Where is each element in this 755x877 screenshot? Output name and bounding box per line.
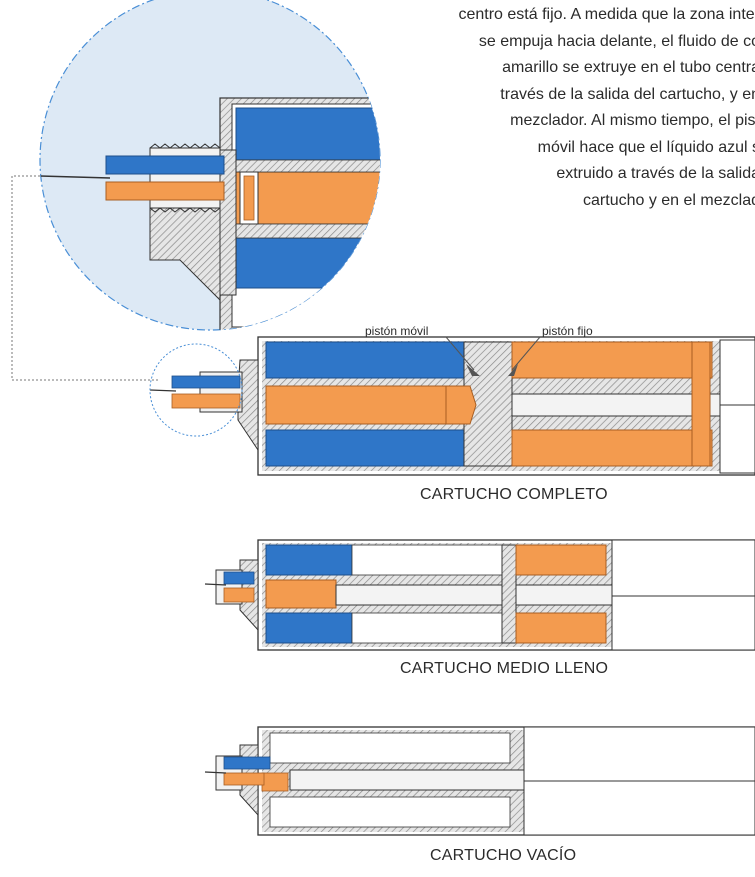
paragraph-line: extruido a través de la salida (556, 165, 755, 182)
fixed-piston-pointer (511, 336, 541, 371)
moving-piston-label: pistón móvil (365, 324, 429, 338)
paragraph-line: móvil hace que el líquido azul s (537, 138, 755, 156)
moving-piston-pointer (445, 336, 475, 371)
caption-half: CARTUCHO MEDIO LLENO (400, 660, 609, 677)
cartridge-half (204, 539, 755, 651)
paragraph-line: se empuja hacia delante, el fluido de co (478, 32, 755, 50)
paragraph-line: través de la salida del cartucho, y en (500, 85, 755, 103)
paragraph-line: centro está fijo. A medida que la zona i… (458, 6, 755, 23)
description-paragraph: centro está fijo. A medida que la zona i… (300, 2, 755, 214)
cartridge-empty (204, 726, 755, 836)
caption-empty: CARTUCHO VACÍO (430, 847, 577, 864)
caption-full: CARTUCHO COMPLETO (420, 486, 608, 503)
leader-line (11, 175, 160, 381)
paragraph-line: mezclador. Al mismo tiempo, el pist (510, 112, 755, 129)
zoom-marker (149, 343, 243, 437)
paragraph-line: cartucho y en el mezclad (583, 191, 755, 209)
paragraph-line: amarillo se extruye en el tubo centra (502, 59, 755, 76)
cartridge-full (149, 336, 755, 476)
fixed-piston-label: pistón fijo (542, 324, 593, 338)
